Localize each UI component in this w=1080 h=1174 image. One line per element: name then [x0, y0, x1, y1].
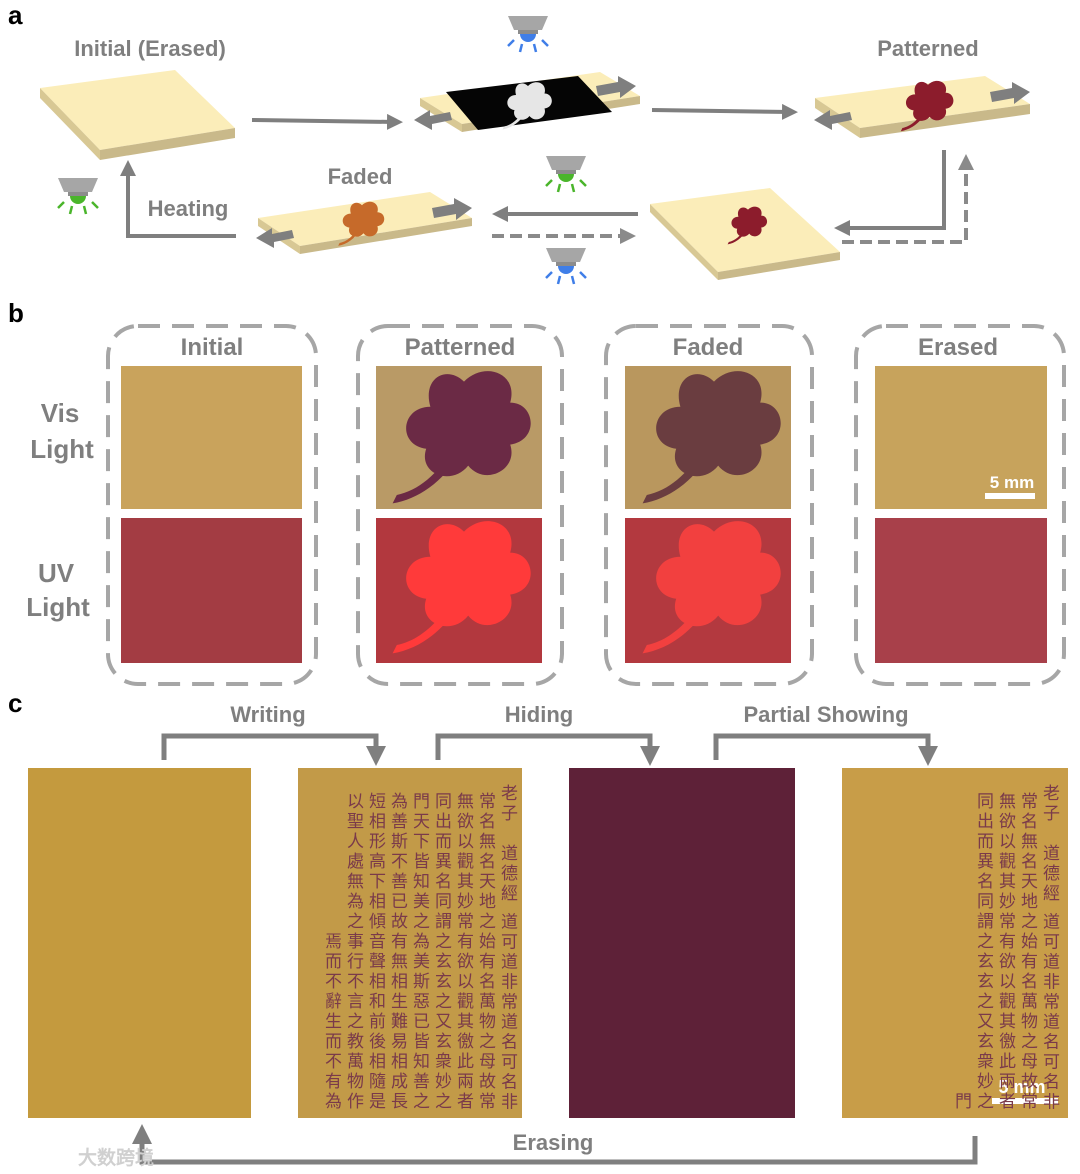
label-initial-erased: Initial (Erased)	[74, 36, 226, 61]
panel-label-b: b	[8, 298, 24, 328]
calligraphy-full: 老子 道德經 道可道非常道名可名非常名無名天地之始有名萬物之母故常無欲以觀其妙常…	[321, 783, 517, 1112]
row-vis-line1: Vis	[41, 398, 80, 428]
row-uv-line1: UV	[38, 558, 75, 588]
photo-c-blank	[28, 768, 251, 1118]
label-partial-showing: Partial Showing	[743, 702, 908, 727]
film-mask	[414, 72, 640, 132]
scale-label-c: 5 mm	[998, 1077, 1045, 1097]
panel-label-c: c	[8, 688, 22, 718]
label-heating: Heating	[148, 196, 229, 221]
panel-b-frames	[106, 324, 1066, 686]
panel-c-arrows	[132, 733, 978, 1165]
lamp-green-icon-heating	[56, 176, 100, 216]
row-uv-line2: Light	[26, 592, 90, 622]
film-faded	[256, 192, 472, 254]
column-erased: Erased	[918, 334, 998, 361]
film-initial	[40, 70, 235, 160]
film-patterned	[814, 76, 1030, 138]
watermark-text: 大数跨境	[78, 1146, 154, 1169]
calligraphy-partial: 老子 道德經 道可道非常道名可名非常名無名天地之始有名萬物之母故常無欲以觀其妙常…	[951, 783, 1059, 1112]
photo-c-written	[298, 768, 522, 1118]
label-hiding: Hiding	[505, 702, 573, 727]
photo-c-partial	[842, 768, 1068, 1118]
panel-label-a: a	[8, 0, 23, 30]
label-patterned: Patterned	[877, 36, 978, 61]
photo-c-hidden	[569, 768, 795, 1118]
scale-bar-c	[992, 1098, 1058, 1104]
scale-bar-b	[985, 493, 1035, 499]
column-patterned: Patterned	[405, 334, 516, 361]
lamp-blue-icon	[506, 14, 550, 54]
scale-label-b: 5 mm	[990, 473, 1034, 492]
process-arrows	[120, 103, 974, 244]
label-erasing: Erasing	[513, 1130, 594, 1155]
photo-vis-initial	[121, 366, 302, 509]
film-lower-right	[650, 188, 840, 280]
label-writing: Writing	[230, 702, 305, 727]
lamp-blue-icon-lower	[544, 246, 588, 286]
lamp-green-icon	[544, 154, 588, 194]
photo-vis-erased	[875, 366, 1047, 509]
column-faded: Faded	[673, 334, 744, 361]
column-initial: Initial	[181, 334, 244, 361]
photo-uv-erased	[875, 518, 1047, 663]
row-vis-line2: Light	[30, 434, 94, 464]
photo-uv-initial	[121, 518, 302, 663]
label-faded: Faded	[328, 164, 393, 189]
